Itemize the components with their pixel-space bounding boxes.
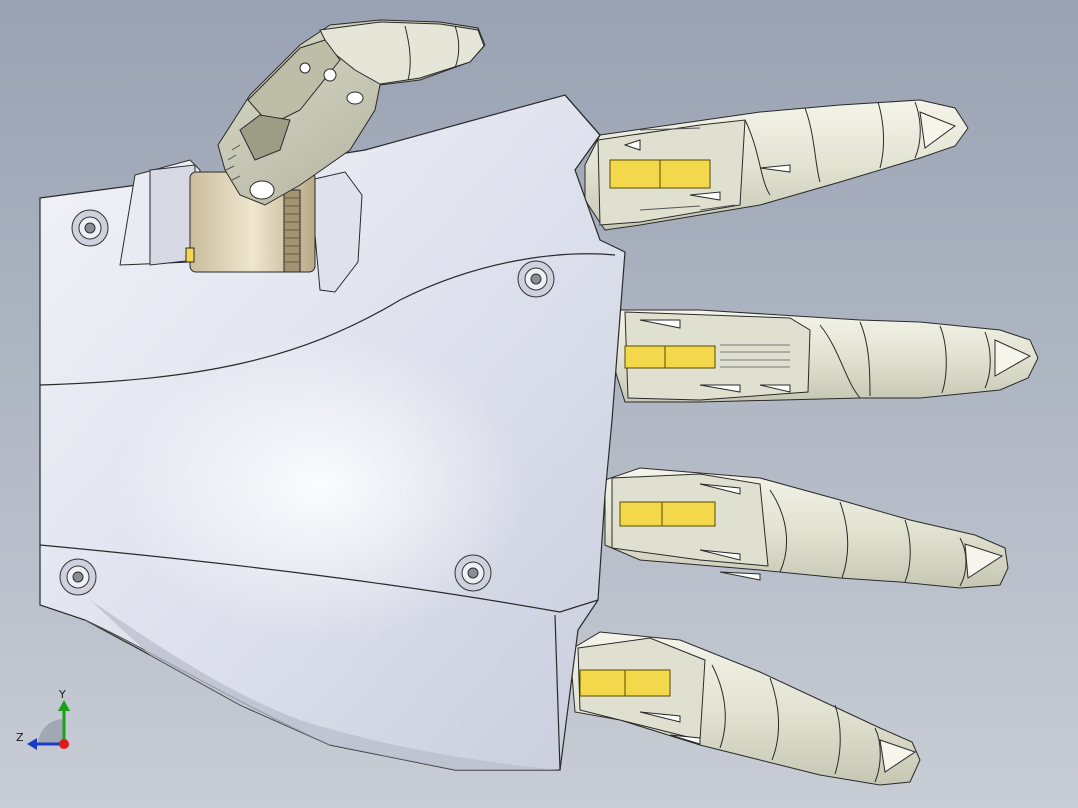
palm-screw-2 (517, 260, 555, 298)
palm-screw-3 (454, 554, 492, 592)
palm-screw-1 (71, 209, 109, 247)
z-axis-label: Z (16, 731, 24, 744)
index-finger[interactable] (584, 99, 969, 231)
thumb[interactable] (217, 19, 486, 206)
palm-body[interactable] (39, 94, 626, 771)
palm-screw-4 (59, 558, 97, 596)
little-finger[interactable] (569, 631, 921, 786)
axis-triad: Y Z (16, 688, 70, 750)
middle-finger[interactable] (614, 309, 1039, 403)
thumb-mount[interactable] (119, 159, 363, 293)
y-axis-label: Y (58, 688, 66, 701)
ring-finger[interactable] (604, 467, 1009, 589)
